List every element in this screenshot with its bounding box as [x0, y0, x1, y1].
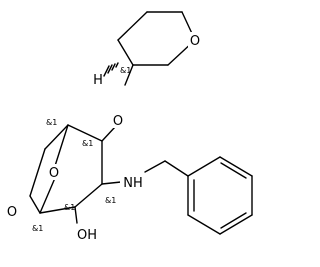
stereo-label-c2: &1 — [64, 203, 75, 212]
bond-c5-o-bridge — [54, 124, 69, 167]
atom-oh: OH — [77, 228, 97, 243]
bond-o-c4 — [101, 126, 116, 142]
bond-ph-3 — [219, 214, 253, 235]
bond-thp-6 — [117, 11, 148, 41]
bond-o-ring-c6 — [29, 148, 46, 197]
bond-ph-6 — [187, 156, 221, 177]
bond-o-bridge-c1 — [39, 177, 56, 214]
bond-ph-5 — [219, 156, 253, 177]
bond-thp-c-o — [124, 64, 134, 86]
bond-ch2-ph — [164, 160, 189, 177]
atom-o-thp: O — [190, 34, 200, 49]
atom-o-ring: O — [7, 205, 17, 220]
stereo-label-c1: &1 — [32, 224, 43, 233]
bond-c3-n — [101, 181, 122, 185]
atom-o-bridge: O — [49, 166, 59, 181]
atom-h: H — [93, 73, 103, 88]
bond-c3-c2 — [74, 183, 103, 208]
atom-o-ether: O — [113, 114, 123, 129]
bond-ph-inner-2 — [220, 212, 247, 229]
bond-thp-5 — [117, 39, 134, 66]
bond-c1-o-ring — [29, 195, 41, 214]
structure-canvas: O H O O O NH OH &1 &1 &1 &1 &1 &1 — [5, 11, 253, 243]
bond-ph-inner-3 — [220, 162, 247, 179]
bond-c6-c5 — [44, 124, 69, 150]
bond-c2-c1 — [39, 206, 76, 214]
bond-c2-oh — [74, 206, 78, 224]
bond-n-ch2 — [144, 160, 166, 173]
molecule-drawing: O H O O O NH OH &1 &1 &1 &1 &1 &1 — [5, 11, 253, 243]
stereo-label-c3: &1 — [105, 196, 116, 205]
stereo-label-c4: &1 — [82, 139, 93, 148]
bond-c5-c4 — [67, 124, 103, 142]
stereo-label-c5: &1 — [46, 118, 57, 127]
hashed-bond-thp-h — [103, 62, 119, 77]
bond-ph-2 — [187, 214, 221, 235]
atom-nh: NH — [123, 176, 143, 191]
stereo-label-thp: &1 — [120, 66, 131, 75]
